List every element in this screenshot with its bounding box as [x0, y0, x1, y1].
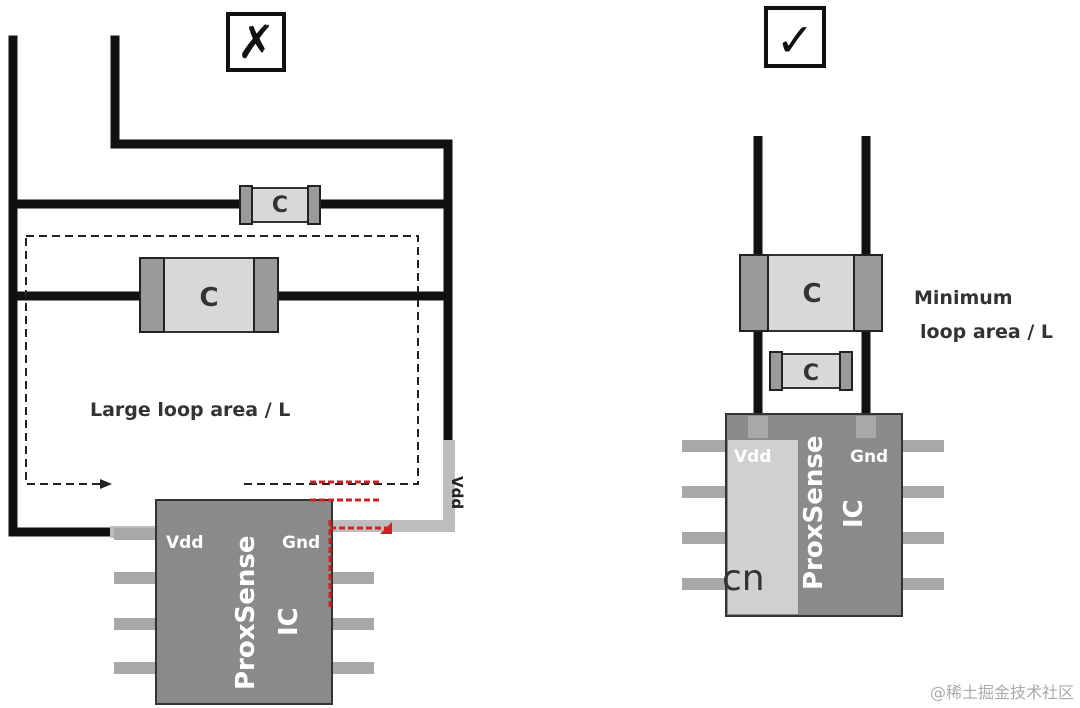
cross-icon: ✗: [237, 15, 276, 69]
good-large-cap-label: C: [802, 279, 821, 309]
bad-small-cap-label: C: [272, 193, 288, 218]
overlay-panel: [728, 440, 798, 614]
good-loop-label-line2: loop area / L: [920, 321, 1053, 343]
bad-chip: Vdd Gnd ProxSense IC: [114, 499, 374, 705]
gnd-trace: [330, 520, 455, 532]
loop-path: [25, 235, 419, 485]
bad-loop-label: Large loop area / L: [90, 399, 290, 421]
bad-small-capacitor: C: [239, 185, 321, 225]
good-small-capacitor: C: [769, 351, 853, 391]
bad-layout: ✗ Vdd C C: [8, 12, 466, 705]
overlay-text: cn: [722, 558, 765, 599]
bad-gnd-label: Gnd: [282, 533, 320, 553]
good-mark-box: [764, 6, 826, 68]
loop-arrow: [100, 479, 112, 489]
bad-mark-box: [226, 12, 286, 72]
bad-large-capacitor: C: [139, 257, 279, 333]
good-small-cap-label: C: [803, 361, 819, 386]
good-chip-name: ProxSense: [799, 436, 829, 591]
good-vdd-label: Vdd: [734, 447, 772, 467]
good-loop-label-line1: Minimum: [914, 287, 1013, 309]
bad-vdd-label: Vdd: [166, 533, 204, 553]
good-large-capacitor: C: [739, 254, 883, 332]
watermark: @稀土掘金技术社区: [930, 683, 1074, 702]
check-icon: ✓: [776, 13, 815, 67]
bad-wires: [8, 35, 453, 537]
red-arrow: [380, 522, 392, 534]
red-return-path: [310, 480, 392, 610]
bad-chip-name: ProxSense: [231, 536, 261, 691]
good-chip-ic: IC: [839, 499, 869, 528]
good-gnd-label: Gnd: [850, 447, 888, 467]
gnd-lead-label: Vdd: [448, 476, 466, 509]
good-chip: Vdd Gnd ProxSense IC cn: [682, 413, 944, 617]
bad-large-cap-label: C: [199, 283, 218, 313]
good-layout: ✓ C C Minimum loop area / L: [682, 6, 1053, 617]
gnd-lead: [443, 440, 455, 530]
bad-chip-ic: IC: [274, 607, 304, 636]
